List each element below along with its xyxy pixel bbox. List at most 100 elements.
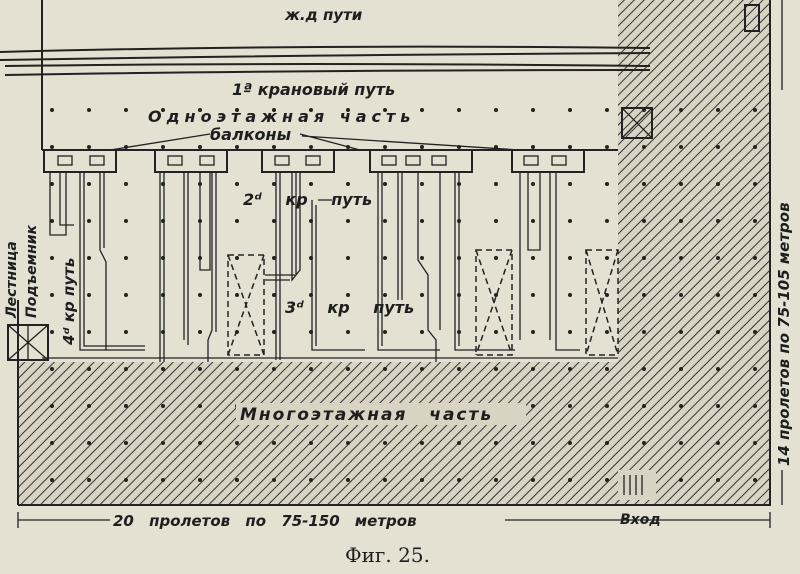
column-dot <box>642 293 646 297</box>
column-dot <box>272 108 276 112</box>
column-dot <box>679 441 683 445</box>
column-dot <box>568 404 572 408</box>
column-dot <box>198 145 202 149</box>
column-dot <box>235 108 239 112</box>
column-dot <box>605 108 609 112</box>
column-dot <box>642 404 646 408</box>
column-dot <box>716 404 720 408</box>
column-dot <box>642 367 646 371</box>
column-dot <box>50 330 54 334</box>
column-dot <box>605 293 609 297</box>
column-dot <box>161 108 165 112</box>
column-dot <box>494 367 498 371</box>
column-dot <box>494 256 498 260</box>
column-dot <box>420 182 424 186</box>
column-dot <box>420 219 424 223</box>
column-dot <box>679 330 683 334</box>
column-dot <box>272 145 276 149</box>
stairs-box <box>7 4 760 361</box>
column-dot <box>309 293 313 297</box>
column-dot <box>568 330 572 334</box>
column-dot <box>679 145 683 149</box>
column-dot <box>161 367 165 371</box>
column-dot <box>494 478 498 482</box>
column-dot <box>716 478 720 482</box>
column-dot <box>346 293 350 297</box>
column-dot <box>679 404 683 408</box>
column-dot <box>420 330 424 334</box>
column-dot <box>494 182 498 186</box>
column-dot <box>383 182 387 186</box>
column-dot <box>309 441 313 445</box>
column-dot <box>753 182 757 186</box>
column-dot <box>87 404 91 408</box>
column-dot <box>50 256 54 260</box>
column-dot <box>457 108 461 112</box>
column-dot <box>642 145 646 149</box>
column-dot <box>309 256 313 260</box>
label-entrance: Вход <box>620 512 661 528</box>
column-dot <box>716 293 720 297</box>
column-dot <box>198 404 202 408</box>
column-dot <box>309 219 313 223</box>
column-dot <box>716 145 720 149</box>
column-dot <box>161 404 165 408</box>
column-dot <box>494 293 498 297</box>
column-dot <box>753 108 757 112</box>
label-crane-track-1: 1ª крановый путь <box>232 80 395 99</box>
column-dot <box>605 145 609 149</box>
column-dot <box>161 478 165 482</box>
column-dot <box>124 293 128 297</box>
column-dot <box>605 404 609 408</box>
column-dot <box>679 182 683 186</box>
balconies <box>43 149 585 173</box>
column-dot <box>605 256 609 260</box>
column-dot <box>272 367 276 371</box>
column-dot <box>457 367 461 371</box>
column-dot <box>346 441 350 445</box>
column-dot <box>642 219 646 223</box>
column-dot <box>494 330 498 334</box>
column-dot <box>198 256 202 260</box>
column-dot <box>716 441 720 445</box>
column-dot <box>568 293 572 297</box>
column-dot <box>494 219 498 223</box>
column-dot <box>531 367 535 371</box>
dimension-depth: 14 пролетов по 75-105 метров <box>775 202 793 466</box>
column-dot <box>87 108 91 112</box>
column-dot <box>235 293 239 297</box>
column-dot <box>87 145 91 149</box>
column-dot <box>716 330 720 334</box>
column-dot <box>346 330 350 334</box>
column-dot <box>50 478 54 482</box>
column-dot <box>679 108 683 112</box>
column-dot <box>568 478 572 482</box>
column-dot <box>457 182 461 186</box>
label-multi-storey: Многоэтажная часть <box>240 405 493 425</box>
column-dot <box>272 293 276 297</box>
column-dot <box>420 478 424 482</box>
column-dot <box>309 478 313 482</box>
label-stairs: Лестница <box>4 241 20 319</box>
column-dot <box>309 145 313 149</box>
column-dot <box>568 108 572 112</box>
column-dot <box>531 404 535 408</box>
column-dot <box>568 182 572 186</box>
column-dot <box>457 441 461 445</box>
column-dot <box>124 441 128 445</box>
label-crane-track-2: 2ᵈ кр путь <box>243 190 372 209</box>
column-dot <box>346 367 350 371</box>
dimension-lines <box>17 0 783 528</box>
column-dot <box>531 293 535 297</box>
column-dot <box>605 219 609 223</box>
column-dot <box>383 367 387 371</box>
column-dot <box>531 182 535 186</box>
column-dot <box>605 478 609 482</box>
column-dot <box>679 219 683 223</box>
crane-tracks <box>42 172 618 362</box>
column-dot <box>383 293 387 297</box>
column-dot <box>642 330 646 334</box>
column-dot <box>309 330 313 334</box>
column-dot <box>679 478 683 482</box>
column-dot <box>161 145 165 149</box>
